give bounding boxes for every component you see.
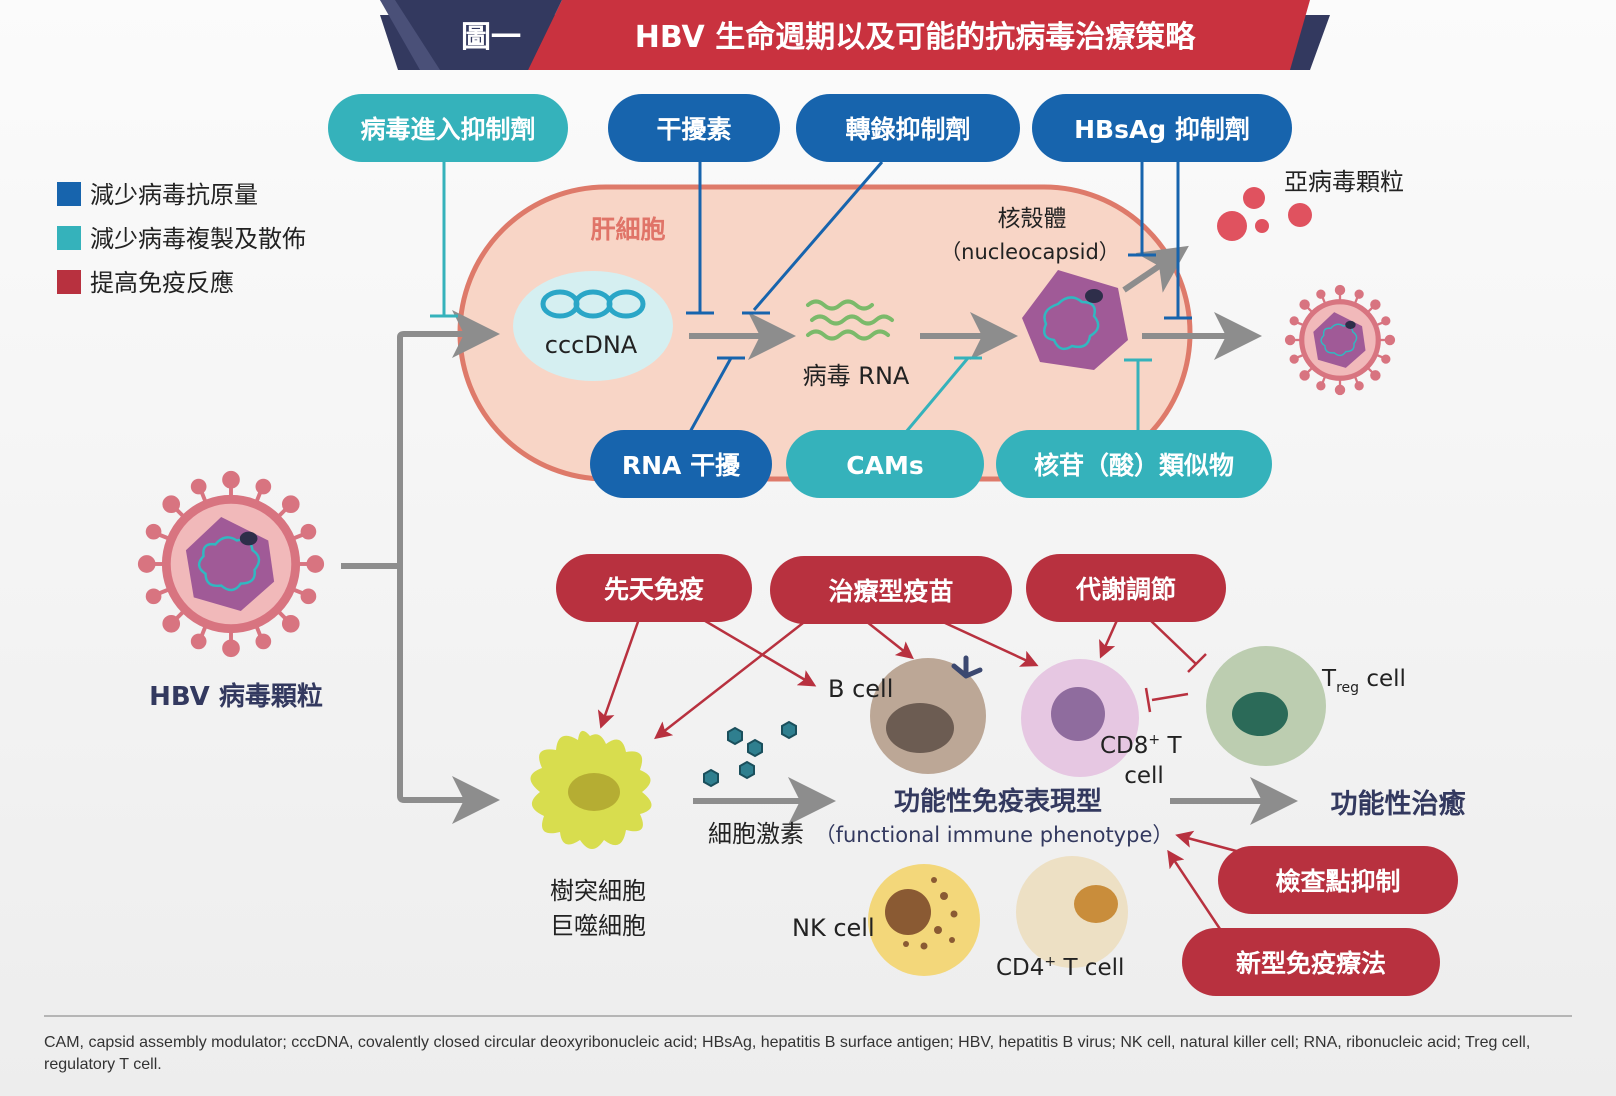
drug-cams[interactable] bbox=[786, 430, 984, 498]
drug-transcription-inhibitor[interactable] bbox=[796, 94, 1020, 162]
drug-interferon[interactable] bbox=[608, 94, 780, 162]
cd8-t-cell-icon bbox=[1021, 659, 1139, 777]
subviral-particles bbox=[1217, 187, 1312, 241]
header-title: HBV 生命週期以及可能的抗病毒治療策略 bbox=[635, 20, 1196, 55]
hepatocyte-label: 肝細胞 bbox=[590, 215, 665, 244]
drug-therapeutic-vaccine-label: 治療型疫苗 bbox=[828, 577, 953, 606]
nucleocapsid-label: 核殼體 bbox=[998, 206, 1067, 232]
drug-metabolic-modulation[interactable] bbox=[1026, 554, 1226, 622]
lifecycle-arrows bbox=[341, 245, 1298, 825]
cytokine-icons bbox=[703, 720, 797, 788]
header-banner: 圖一 HBV 生命週期以及可能的抗病毒治療策略 bbox=[380, 0, 1330, 70]
nucleocapsid-genome bbox=[1043, 296, 1100, 351]
drug-rna-interference[interactable] bbox=[590, 430, 772, 498]
cccdna-label: cccDNA bbox=[545, 331, 638, 359]
cccdna-rings bbox=[540, 289, 646, 319]
cccdna-circle bbox=[513, 271, 673, 381]
b-cell-icon bbox=[870, 655, 986, 774]
legend-swatch-blue bbox=[57, 182, 81, 206]
phenotype-label: 功能性免疫表現型 bbox=[894, 786, 1102, 817]
drug-entry-inhibitor[interactable] bbox=[328, 94, 568, 162]
drug-interferon-label: 干擾素 bbox=[656, 115, 731, 144]
treg-cell-icon bbox=[1206, 646, 1326, 766]
treg-label: Treg cell bbox=[1321, 666, 1406, 696]
hbv-virion-icon bbox=[140, 473, 322, 655]
legend-label-replication: 減少病毒複製及散佈 bbox=[90, 225, 306, 253]
drug-therapeutic-vaccine[interactable] bbox=[770, 556, 1012, 624]
subviral-label: 亞病毒顆粒 bbox=[1284, 168, 1404, 196]
cd4-label: CD4+ T cell bbox=[996, 954, 1124, 981]
nk-cell-label: NK cell bbox=[792, 914, 875, 942]
drug-nucleos-t-ide-analogues-label: 核苷（酸）類似物 bbox=[1034, 451, 1234, 480]
drug-innate-immunity-label: 先天免疫 bbox=[604, 575, 704, 604]
legend-swatch-teal bbox=[57, 226, 81, 250]
cd4-t-cell-icon bbox=[1016, 856, 1128, 968]
cd8-label: CD8+ T bbox=[1100, 732, 1182, 759]
dendritic-label-2: 巨噬細胞 bbox=[550, 912, 646, 940]
footnote: CAM, capsid assembly modulator; cccDNA, … bbox=[44, 1034, 1531, 1073]
drug-entry-inhibitor-label: 病毒進入抑制劑 bbox=[360, 115, 535, 144]
legend-label-immune: 提高免疫反應 bbox=[90, 269, 234, 297]
b-cell-label: B cell bbox=[828, 675, 893, 703]
immune-arrows bbox=[597, 610, 1241, 933]
viral-rna-strands bbox=[806, 299, 894, 341]
drug-rna-interference-label: RNA 干擾 bbox=[622, 451, 741, 480]
drug-hbsag-inhibitor-label: HBsAg 抑制劑 bbox=[1074, 115, 1250, 144]
top-inhibition-lines bbox=[430, 161, 1192, 320]
drug-checkpoint-inhibition[interactable] bbox=[1218, 846, 1458, 914]
drug-metabolic-modulation-label: 代謝調節 bbox=[1075, 575, 1176, 604]
header-number: 圖一 bbox=[461, 20, 521, 55]
nucleocapsid-core bbox=[1085, 289, 1103, 303]
drug-nucleos-t-ide-analogues[interactable] bbox=[996, 430, 1272, 498]
dendritic-cell-icon bbox=[530, 730, 652, 849]
cd8-label-2: cell bbox=[1124, 763, 1164, 789]
drug-cams-label: CAMs bbox=[846, 451, 923, 480]
drug-novel-immunotherapy[interactable] bbox=[1182, 928, 1440, 996]
nucleocapsid-en-label: （nucleocapsid） bbox=[940, 240, 1120, 264]
viral-rna-label: 病毒 RNA bbox=[803, 362, 910, 390]
bottom-inhibition-lines bbox=[688, 356, 1152, 433]
bottom-drug-pills: RNA 干擾 CAMs 核苷（酸）類似物 bbox=[590, 430, 1272, 498]
drug-innate-immunity[interactable] bbox=[556, 554, 752, 622]
drug-transcription-inhibitor-label: 轉錄抑制劑 bbox=[845, 115, 970, 144]
nk-cell-icon bbox=[868, 864, 980, 976]
immune-drug-pills: 先天免疫 治療型疫苗 代謝調節 檢查點抑制 新型免疫療法 bbox=[556, 554, 1458, 996]
dendritic-label-1: 樹突細胞 bbox=[550, 877, 646, 905]
legend-label-antigen: 減少病毒抗原量 bbox=[90, 181, 258, 209]
hbv-label: HBV 病毒顆粒 bbox=[149, 681, 323, 712]
legend: 減少病毒抗原量 減少病毒複製及散佈 提高免疫反應 bbox=[57, 181, 306, 297]
legend-swatch-red bbox=[57, 270, 81, 294]
drug-novel-immunotherapy-label: 新型免疫療法 bbox=[1236, 949, 1386, 978]
drug-checkpoint-inhibition-label: 檢查點抑制 bbox=[1275, 867, 1400, 896]
released-virion-icon bbox=[1286, 286, 1394, 394]
footnote-divider bbox=[44, 1015, 1572, 1017]
phenotype-en-label: （functional immune phenotype） bbox=[815, 823, 1174, 847]
functional-cure-label: 功能性治癒 bbox=[1331, 788, 1466, 820]
drug-hbsag-inhibitor[interactable] bbox=[1032, 94, 1292, 162]
cytokine-label: 細胞激素 bbox=[708, 820, 804, 848]
top-drug-pills: 病毒進入抑制劑 干擾素 轉錄抑制劑 HBsAg 抑制劑 bbox=[328, 94, 1292, 162]
